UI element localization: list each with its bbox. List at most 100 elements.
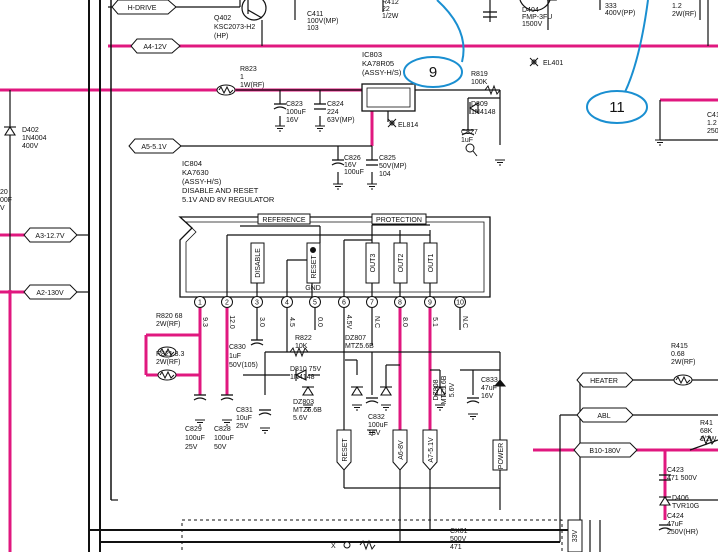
label-c829: C829 <box>185 426 202 433</box>
ic804-pin-number: 4 <box>285 300 289 307</box>
ic804-pins <box>194 296 466 308</box>
label-r-tr: 2W(RF) <box>672 11 697 18</box>
ic804-pin-6 <box>338 296 350 308</box>
label-c827: 1uF <box>461 137 473 144</box>
label-d402: 400V <box>22 143 39 150</box>
el-symbols <box>387 57 539 157</box>
callout-11-label: 11 <box>609 99 625 116</box>
label-c833: C833 <box>481 377 498 384</box>
label-d810: 1N4148 <box>290 374 315 381</box>
net-heater: HEATER <box>590 378 618 385</box>
label-c823: 16V <box>286 117 299 124</box>
ic804-pin-voltage: 0.0 <box>316 317 323 327</box>
label-c833: 16V <box>481 393 494 400</box>
label-left20: 20 <box>0 189 8 196</box>
label-c41: 250 <box>707 128 718 135</box>
label-c826: C826 <box>344 155 361 162</box>
ic804-pin-voltage: 8.0 <box>401 317 408 327</box>
ic804-pin-3 <box>251 296 263 308</box>
ic803-ref: IC803 <box>362 50 382 59</box>
ic804-pin-9 <box>424 296 436 308</box>
ic803-part: KA78R05 <box>362 59 394 68</box>
label-d406: D406 <box>672 495 689 502</box>
block-reset: RESET <box>311 255 318 279</box>
label-c423: C423 <box>667 467 684 474</box>
label-left20: V <box>0 205 5 212</box>
label-r415: 2W(RF) <box>671 359 696 366</box>
label-c423: 471 500V <box>667 475 697 482</box>
label-c827: C827 <box>461 129 478 136</box>
net-a5: A5-5.1V <box>141 144 167 151</box>
net-flags <box>23 0 638 458</box>
label-dz803: MTZ5.6B <box>293 407 322 414</box>
ic804-protection: PROTECTION <box>376 217 422 224</box>
resistors <box>157 84 716 551</box>
label-r822: R822 <box>295 335 312 342</box>
label-c825: C825 <box>379 155 396 162</box>
label-left20: 00F <box>0 197 12 204</box>
ic804-pin-number: 3 <box>255 300 259 307</box>
callout-9-bubble <box>403 56 463 88</box>
label-c411: 100V(MP) <box>307 18 339 25</box>
label-c824: 63V(MP) <box>327 117 355 124</box>
label-dz803: DZ803 <box>293 399 314 406</box>
label-c832: 16V <box>368 430 381 437</box>
label-d402: D402 <box>22 127 39 134</box>
label-d810: D810 75V <box>290 366 321 373</box>
net-a2: A2-130V <box>36 290 64 297</box>
label-c828: C828 <box>214 426 231 433</box>
block-out1: OUT1 <box>428 254 435 273</box>
label-c825: 104 <box>379 171 391 178</box>
label-c832: C832 <box>368 414 385 421</box>
block-disable: DISABLE <box>255 248 262 278</box>
ic804-pin-voltage: 9.3 <box>201 317 208 327</box>
label-r819: R819 <box>471 71 488 78</box>
ic804-pin-7 <box>366 296 378 308</box>
q402-transistor <box>241 0 267 21</box>
ic804-pin-8 <box>394 296 406 308</box>
ic804-pin-5 <box>309 296 321 308</box>
label-c828: 50V <box>214 444 227 451</box>
label-d404: 1500V <box>522 21 543 28</box>
ic804-pin-voltage: 3.0 <box>258 317 265 327</box>
net-a6: A6-8V <box>398 440 405 460</box>
net-a4: A4-12V <box>143 44 167 51</box>
ic804-pin-voltage: 12.0 <box>228 315 235 329</box>
label-r415: 0.68 <box>671 351 685 358</box>
ic804-part: KA7630 <box>182 168 209 177</box>
label-r821: 2W(RF) <box>156 359 181 366</box>
label-c823: C823 <box>286 101 303 108</box>
label-c831: 10uF <box>236 415 252 422</box>
ic804-desc2: 5.1V AND 8V REGULATOR <box>182 195 275 204</box>
label-el401: EL401 <box>543 60 563 67</box>
ic804-pin-voltage: 4.5 <box>288 317 295 327</box>
label-c411: C411 <box>307 11 323 18</box>
ic804-pin-voltage: 4.5V <box>345 315 352 330</box>
label-c831: 25V <box>236 423 249 430</box>
ic804-pin-2 <box>221 296 233 308</box>
label-dz808: 5.6V <box>449 382 456 397</box>
label-d406: TVR10G <box>672 503 699 510</box>
net-b10: B10-180V <box>589 448 620 455</box>
label-r821: R821 3.3 <box>156 351 185 358</box>
label-c333: 400V(PP) <box>605 10 635 17</box>
ic804-pin-number: 6 <box>342 300 346 307</box>
label-c831: C831 <box>236 407 253 414</box>
label-r820: R820 68 <box>156 313 183 320</box>
ic804-pin-number: 2 <box>225 300 229 307</box>
label-c830: C830 <box>229 344 246 351</box>
wires <box>9 0 718 552</box>
label-r415: R415 <box>671 343 688 350</box>
label-cx01: CX01 <box>450 528 468 535</box>
net-reset: RESET <box>342 438 349 462</box>
label-c41: 1.2 <box>707 120 717 127</box>
label-c41: C41 <box>707 112 718 119</box>
label-d404: D404 <box>522 7 539 14</box>
ic803-body <box>361 83 416 112</box>
label-c424: C424 <box>667 513 684 520</box>
label-r823: 1W(RF) <box>240 82 265 89</box>
ic804-pin-number: 8 <box>398 300 402 307</box>
label-dz808: DZ808 <box>433 379 440 400</box>
label-d404: FMP-3FU <box>522 14 552 21</box>
label-r820: 2W(RF) <box>156 321 181 328</box>
